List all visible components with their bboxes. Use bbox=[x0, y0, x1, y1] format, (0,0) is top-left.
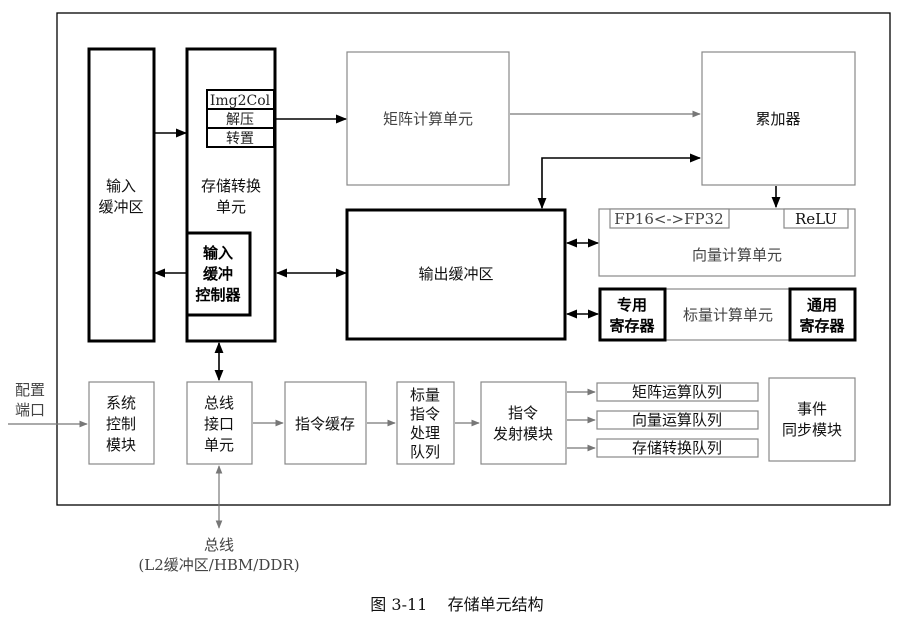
bus-label-2: (L2缓冲区/HBM/DDR) bbox=[138, 556, 299, 574]
figure-caption: 图 3-11 存储单元结构 bbox=[370, 595, 543, 614]
arrow-accumulator-output-buffer bbox=[537, 153, 702, 210]
instr-issue-label-2: 发射模块 bbox=[493, 425, 553, 443]
event-sync-label-2: 同步模块 bbox=[782, 421, 842, 439]
input-buffer-ctrl-box bbox=[185, 231, 252, 317]
matrix-unit-block: 矩阵计算单元 bbox=[346, 51, 510, 186]
transpose-label: 转置 bbox=[226, 131, 254, 147]
scalar-queue-label-2: 指令 bbox=[410, 405, 440, 423]
system-ctrl-label-2: 控制 bbox=[106, 415, 136, 433]
input-buffer-label-1: 输入 bbox=[106, 177, 136, 195]
instr-cache-block: 指令缓存 bbox=[284, 381, 367, 465]
input-buffer-label-2: 缓冲区 bbox=[98, 198, 143, 216]
bus-interface-label-3: 单元 bbox=[204, 436, 234, 454]
fp-convert-label: FP16<->FP32 bbox=[614, 210, 723, 228]
input-ctrl-label-1: 输入 bbox=[203, 244, 233, 262]
system-ctrl-block: 系统 控制 模块 bbox=[88, 381, 155, 465]
transpose-box bbox=[206, 127, 275, 148]
scalar-unit-label: 标量计算单元 bbox=[683, 306, 773, 324]
matrix-unit-label: 矩阵计算单元 bbox=[383, 110, 473, 128]
instr-cache-label: 指令缓存 bbox=[295, 415, 355, 433]
storage-convert-label-1: 存储转换 bbox=[201, 177, 261, 195]
matrix-queue-label: 矩阵运算队列 bbox=[632, 383, 722, 401]
accumulator-label: 累加器 bbox=[755, 110, 800, 128]
bus-interface-label-1: 总线 bbox=[204, 394, 234, 412]
system-ctrl-label-1: 系统 bbox=[106, 394, 136, 412]
instr-issue-block: 指令 发射模块 bbox=[480, 381, 567, 465]
vector-unit-block: FP16<->FP32 ReLU 向量计算单元 bbox=[598, 208, 856, 277]
special-reg-box bbox=[598, 287, 667, 342]
event-sync-block: 事件 同步模块 bbox=[768, 377, 856, 462]
relu-label: ReLU bbox=[795, 210, 837, 228]
config-port-label-2: 端口 bbox=[15, 401, 45, 419]
output-buffer-label: 输出缓冲区 bbox=[418, 265, 493, 283]
storage-convert-block: 存储转换 单元 Img2Col 解压 转置 输入 缓冲 控制器 bbox=[185, 47, 277, 343]
matrix-queue-block: 矩阵运算队列 bbox=[596, 382, 759, 402]
output-buffer-block: 输出缓冲区 bbox=[345, 208, 567, 341]
vector-queue-label: 向量运算队列 bbox=[632, 411, 722, 429]
input-buffer-block: 输入 缓冲区 bbox=[87, 47, 156, 343]
vector-queue-block: 向量运算队列 bbox=[596, 410, 759, 430]
special-reg-label-2: 寄存器 bbox=[609, 317, 655, 335]
bus-interface-label-2: 接口 bbox=[204, 415, 234, 433]
accumulator-block: 累加器 bbox=[701, 51, 856, 186]
storage-queue-block: 存储转换队列 bbox=[596, 438, 759, 458]
instr-issue-label-1: 指令 bbox=[508, 404, 538, 422]
storage-queue-label: 存储转换队列 bbox=[632, 439, 722, 457]
bus-label-1: 总线 bbox=[204, 536, 234, 554]
vector-unit-label: 向量计算单元 bbox=[692, 246, 782, 264]
general-reg-label-1: 通用 bbox=[807, 296, 837, 314]
special-reg-label-1: 专用 bbox=[617, 296, 647, 314]
bus-interface-block: 总线 接口 单元 bbox=[186, 381, 253, 465]
relu-box bbox=[783, 208, 849, 229]
scalar-unit-block: 标量计算单元 专用 寄存器 通用 寄存器 bbox=[598, 287, 857, 342]
scalar-queue-label-1: 标量 bbox=[410, 386, 440, 404]
config-port-label-1: 配置 bbox=[15, 381, 45, 399]
scalar-queue-block: 标量 指令 处理 队列 bbox=[396, 381, 455, 465]
general-reg-label-2: 寄存器 bbox=[799, 317, 845, 335]
input-ctrl-label-2: 缓冲 bbox=[203, 265, 233, 283]
scalar-queue-label-3: 处理 bbox=[410, 424, 440, 442]
outer-frame bbox=[56, 12, 891, 506]
system-ctrl-label-3: 模块 bbox=[106, 436, 136, 454]
general-reg-box bbox=[788, 287, 857, 342]
img2col-label: Img2Col bbox=[210, 93, 271, 109]
storage-convert-label-2: 单元 bbox=[216, 198, 246, 216]
event-sync-label-1: 事件 bbox=[797, 400, 827, 418]
scalar-queue-label-4: 队列 bbox=[410, 443, 440, 461]
decompress-label: 解压 bbox=[226, 112, 254, 128]
input-ctrl-label-3: 控制器 bbox=[195, 286, 241, 304]
